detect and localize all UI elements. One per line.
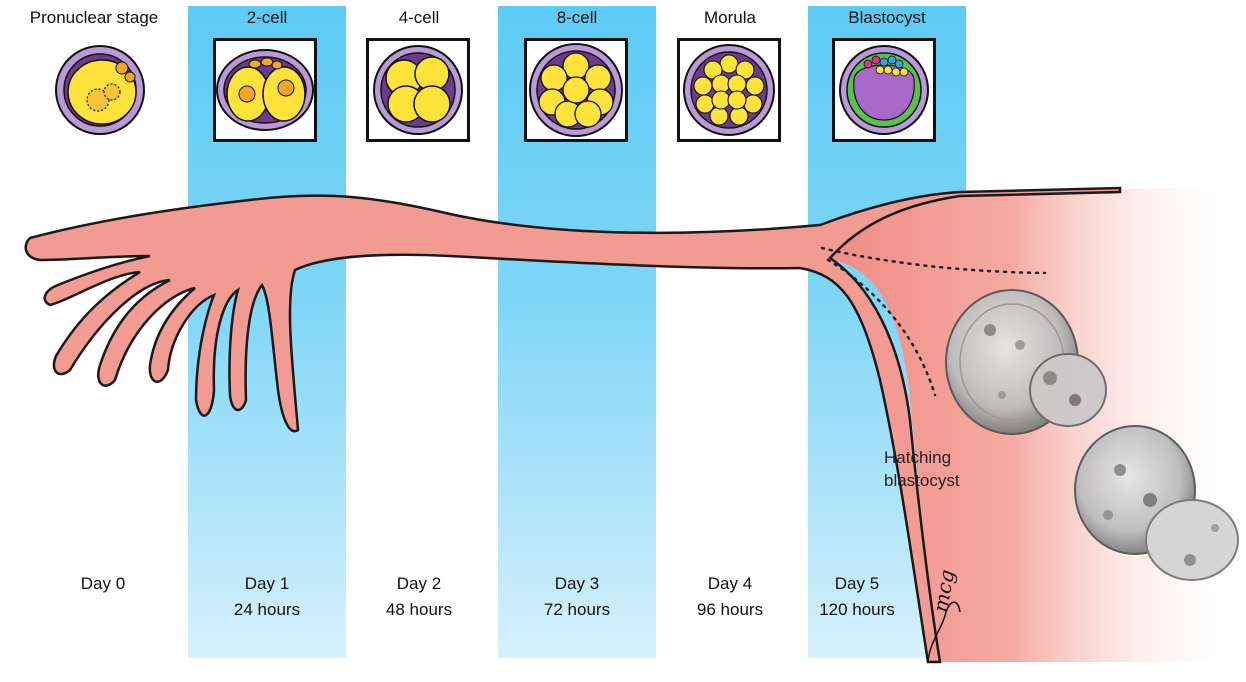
hours-text: 120 hours [782,597,932,623]
day-text: Day 0 [38,571,168,597]
annotation-line1: Hatching [884,446,960,469]
day-text: Day 5 [782,571,932,597]
eight-cell-embryo [530,44,622,136]
stage-label-2-cell: 2-cell [188,8,346,28]
stage-label-4-cell: 4-cell [340,8,498,28]
stage-label-blastocyst: Blastocyst [808,8,966,28]
day-label-5: Day 5 120 hours [782,571,932,623]
pronuclear-embryo [56,46,144,134]
morula-embryo [684,45,774,135]
stage-label-morula: Morula [651,8,809,28]
day-label-2: Day 2 48 hours [340,571,498,623]
day-label-1: Day 1 24 hours [188,571,346,623]
day-text: Day 1 [188,571,346,597]
blastocyst-embryo [840,46,928,134]
stage-label-8-cell: 8-cell [498,8,656,28]
stage-label-pronuclear: Pronuclear stage [6,8,182,28]
two-cell-embryo [217,50,313,130]
annotation-line2: blastocyst [884,469,960,492]
day-text: Day 3 [498,571,656,597]
hours-text: 24 hours [188,597,346,623]
day-label-3: Day 3 72 hours [498,571,656,623]
day-text: Day 2 [340,571,498,597]
hatching-blastocyst-label: Hatching blastocyst [884,446,960,492]
day-label-0: Day 0 [38,571,168,597]
hours-text: 72 hours [498,597,656,623]
four-cell-embryo [374,46,462,134]
hours-text: 48 hours [340,597,498,623]
